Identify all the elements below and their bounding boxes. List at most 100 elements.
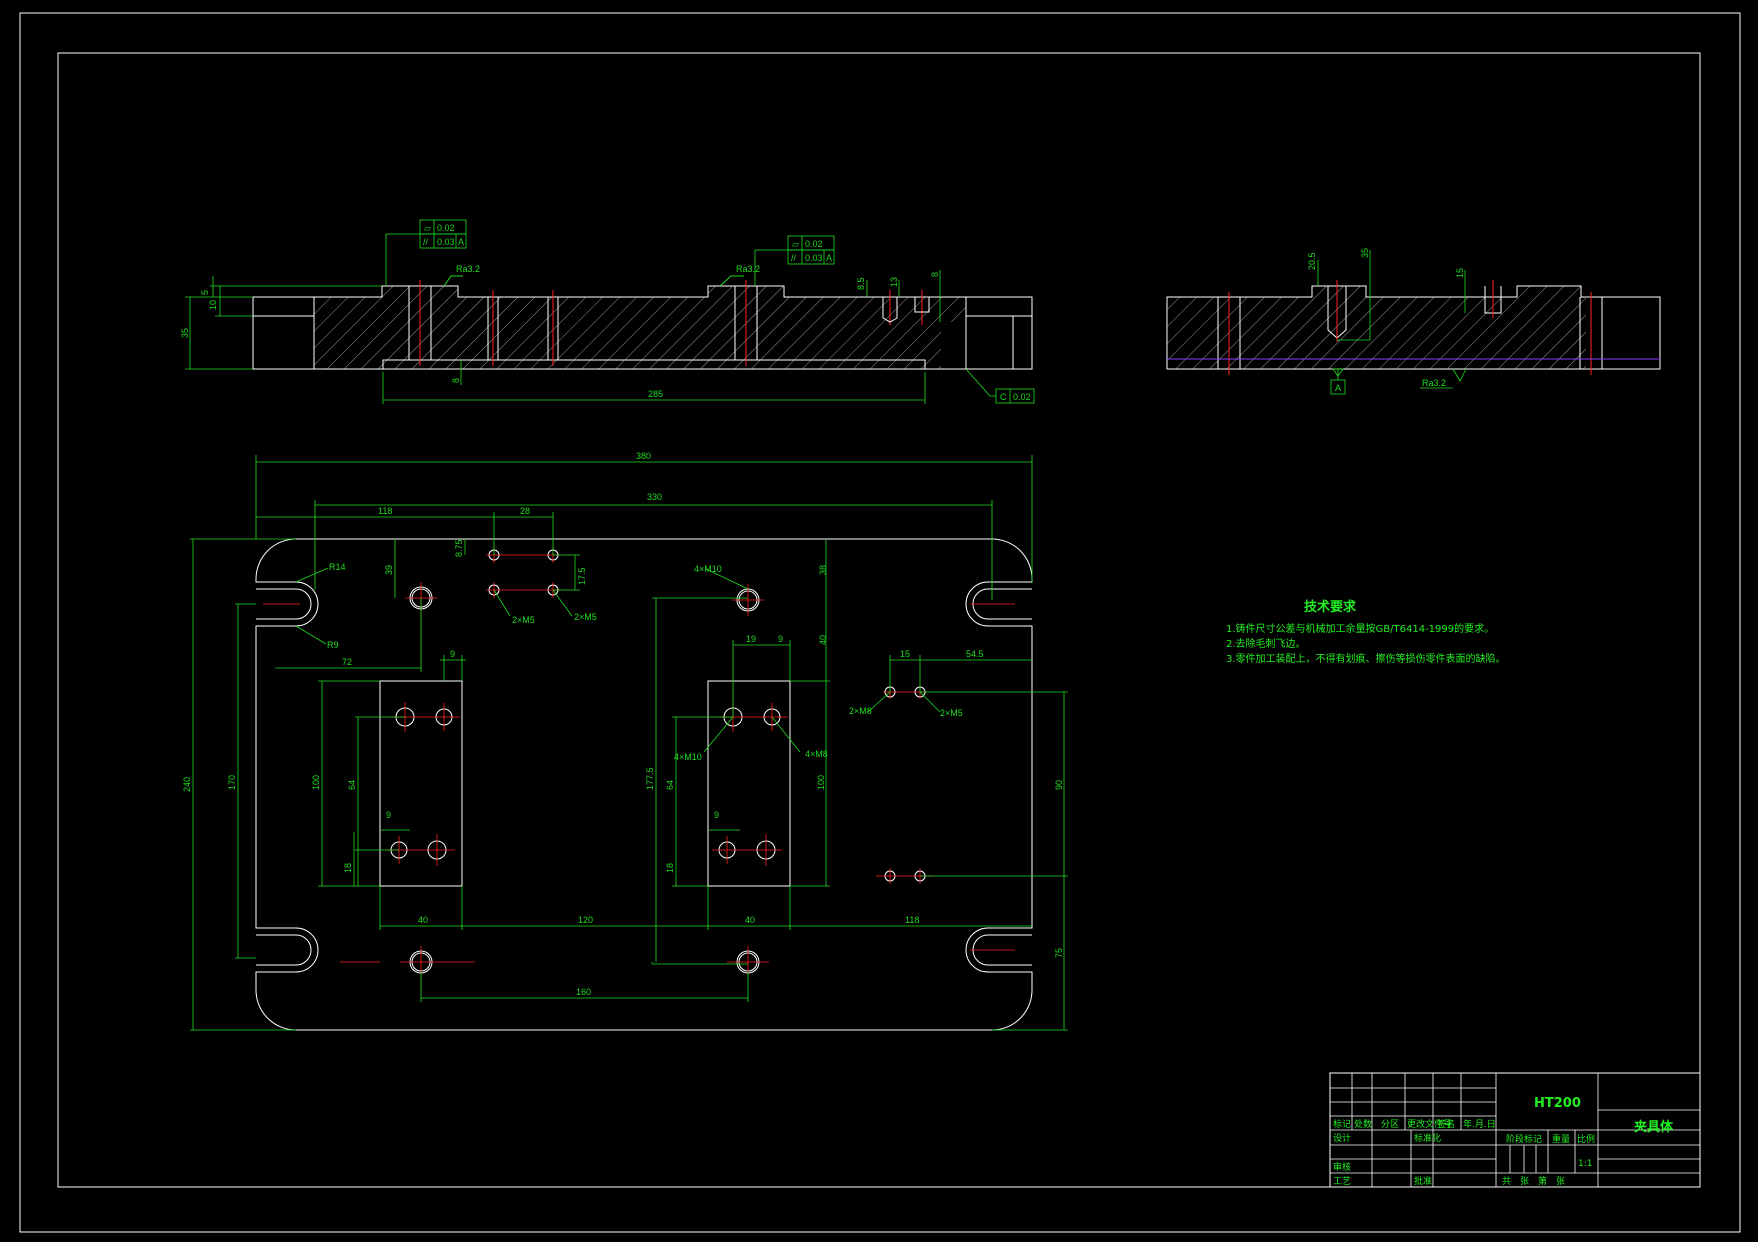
front-section-view: Ra3.2 Ra3.2 ⏥ 0.02 // 0.03 A ⏥ 0.02 // 0… [180, 219, 1035, 404]
dim-285: 285 [648, 389, 663, 399]
dim-17-5: 17.5 [577, 567, 587, 585]
dim-100-right: 100 [816, 775, 826, 790]
tb-check: 审核 [1333, 1161, 1351, 1173]
dim-8-5: 8.5 [856, 277, 866, 290]
dim-40-right: 40 [818, 635, 828, 645]
flatness-c-datum: C [1000, 392, 1007, 402]
left-clamp-pad [379, 680, 463, 887]
dim-330: 330 [647, 492, 662, 502]
dim-120: 120 [578, 915, 593, 925]
parallel-value-2: 0.03 [805, 253, 823, 263]
thread-2xm8: 2×M8 [849, 706, 872, 716]
tb-sign: 签名 [1437, 1118, 1455, 1130]
radius-r14: R14 [329, 562, 346, 572]
dim-8: 8 [451, 378, 461, 383]
thread-2xm5-a: 2×M5 [512, 615, 535, 625]
tech-note-3: 3.零件加工装配上，不得有划痕、擦伤等损伤零件表面的缺陷。 [1226, 652, 1506, 665]
dim-160: 160 [576, 987, 591, 997]
dim-15: 15 [900, 649, 910, 659]
dim-64-right: 64 [665, 780, 675, 790]
dim-13: 13 [889, 277, 899, 287]
dim-8-75: 8.75 [454, 539, 464, 557]
tb-stage: 阶段标记 [1506, 1133, 1542, 1145]
inner-border [57, 52, 1701, 1188]
dim-9-right-lower: 9 [714, 810, 719, 820]
dim-90: 90 [1054, 780, 1064, 790]
dim-75: 75 [1054, 948, 1064, 958]
tech-note-2: 2.去除毛刺飞边。 [1226, 637, 1306, 650]
dim-240: 240 [182, 777, 192, 792]
dim-100-left: 100 [311, 775, 321, 790]
dim-54-5: 54.5 [966, 649, 984, 659]
dim-177-5: 177.5 [645, 767, 655, 790]
dim-38-right: 38 [818, 565, 828, 575]
plan-view-outline [255, 538, 1033, 1031]
thread-4xm10-top: 4×M10 [694, 564, 722, 574]
parallel-symbol-1: // [423, 237, 429, 247]
thread-2xm5-d: 2×M5 [940, 708, 963, 718]
dim-8b: 8 [930, 272, 940, 277]
dim-5: 5 [200, 290, 210, 295]
dim-170: 170 [227, 775, 237, 790]
dim-28: 28 [520, 506, 530, 516]
tb-weight: 重量 [1552, 1133, 1570, 1145]
tb-scale-header: 比例 [1577, 1133, 1595, 1145]
datum-label-2: A [826, 253, 832, 263]
flatness-symbol-1: ⏥ [424, 223, 431, 233]
dim-18-right: 18 [665, 863, 675, 873]
dim-118-b: 118 [905, 915, 919, 925]
part-name: 夹具体 [1634, 1119, 1674, 1135]
dim-9-left-pad: 9 [450, 649, 455, 659]
side-dim-20-5: 20.5 [1307, 252, 1317, 270]
tb-approve: 批准 [1414, 1175, 1432, 1187]
dim-18-left: 18 [343, 863, 353, 873]
dim-118: 118 [378, 506, 392, 516]
flatness-symbol-2: ⏥ [792, 239, 799, 249]
dim-10: 10 [208, 300, 218, 310]
dim-35: 35 [180, 328, 190, 338]
dim-40-b: 40 [745, 915, 755, 925]
dim-64-left: 64 [347, 780, 357, 790]
dim-9-left-lower: 9 [386, 810, 391, 820]
side-datum-a: A [1335, 383, 1341, 393]
tb-count: 处数 [1354, 1118, 1372, 1130]
tb-docno: 更改文件号 [1407, 1118, 1452, 1130]
tb-date: 年.月.日 [1463, 1118, 1496, 1130]
right-clamp-pad [707, 680, 791, 887]
dim-72: 72 [342, 657, 352, 667]
material-label: HT200 [1534, 1096, 1581, 1111]
tb-design: 设计 [1333, 1132, 1351, 1144]
rough-label-2: Ra3.2 [736, 264, 760, 274]
tech-notes-title: 技术要求 [1304, 599, 1357, 615]
flatness-value-2: 0.02 [805, 239, 823, 249]
plan-view: 380 330 118 28 8.75 17.5 R14 R9 72 39 38… [182, 451, 1068, 1031]
technical-requirements: 技术要求 1.铸件尺寸公差与机械加工余量按GB/T6414-1999的要求。 2… [1226, 599, 1506, 665]
thread-4xm8-mid: 4×M8 [805, 749, 828, 759]
dim-380: 380 [636, 451, 651, 461]
dim-39-left: 39 [384, 565, 394, 575]
flatness-c-value: 0.02 [1013, 392, 1031, 402]
side-dim-15: 15 [1455, 268, 1465, 278]
dim-19: 19 [746, 634, 756, 644]
parallel-symbol-2: // [791, 253, 797, 263]
tb-process: 工艺 [1333, 1176, 1351, 1187]
tb-sheets: 共 张 第 张 [1502, 1175, 1565, 1187]
tb-scale-value: 1:1 [1578, 1159, 1592, 1169]
side-dim-35: 35 [1360, 248, 1370, 258]
flatness-value-1: 0.02 [437, 223, 455, 233]
tb-zone: 分区 [1381, 1119, 1399, 1130]
thread-2xm5-b: 2×M5 [574, 612, 597, 622]
side-rough: Ra3.2 [1422, 378, 1446, 388]
side-section-view: A Ra3.2 20.5 35 15 [1166, 248, 1661, 395]
dim-9-right-pad: 9 [778, 634, 783, 644]
thread-4xm10-mid: 4×M10 [674, 752, 702, 762]
rough-label-1: Ra3.2 [456, 264, 480, 274]
title-block: HT200 夹具体 标记 处数 分区 更改文件号 签名 年.月.日 设计 标准化… [1329, 1072, 1701, 1188]
tb-mark: 标记 [1333, 1118, 1351, 1130]
tech-note-1: 1.铸件尺寸公差与机械加工余量按GB/T6414-1999的要求。 [1226, 622, 1494, 635]
outer-border [19, 12, 1741, 1233]
dim-40-a: 40 [418, 915, 428, 925]
datum-label-1: A [458, 237, 464, 247]
parallel-value-1: 0.03 [437, 237, 455, 247]
